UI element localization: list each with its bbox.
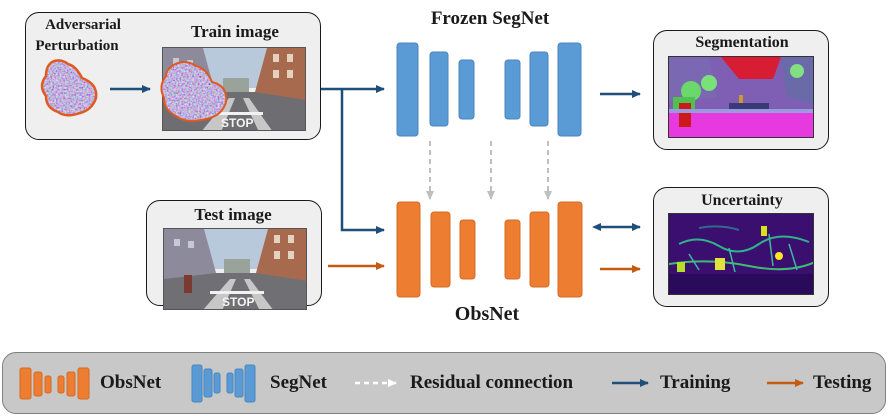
segnet-encoder-2 xyxy=(429,51,449,127)
frozen-segnet-label: Frozen SegNet xyxy=(430,8,550,29)
segmentation-label: Segmentation xyxy=(695,34,789,51)
segnet-encoder-1 xyxy=(396,42,419,137)
legend-obsnet-label: ObsNet xyxy=(100,372,162,393)
legend-residual-label: Residual connection xyxy=(410,372,574,393)
segnet-decoder-2 xyxy=(529,51,549,127)
obsnet-encoder-3 xyxy=(459,219,476,280)
obsnet-decoder-2 xyxy=(529,211,550,288)
uncertainty-label: Uncertainty xyxy=(701,192,783,209)
legend-segnet-label: SegNet xyxy=(270,372,327,393)
segmentation-output xyxy=(668,56,814,138)
perturbation-label-line2: Perturbation xyxy=(35,38,119,54)
obsnet-label: ObsNet xyxy=(454,303,520,325)
legend-panel xyxy=(2,352,886,414)
uncertainty-output xyxy=(668,213,814,295)
obsnet-encoder-2 xyxy=(430,211,451,288)
test-stop-marking: STOP xyxy=(222,295,254,309)
test-image: STOP xyxy=(163,228,307,310)
legend-segnet-icon xyxy=(191,364,256,403)
obsnet-blocks xyxy=(396,201,583,298)
segnet-blocks xyxy=(396,42,582,137)
segnet-decoder-3 xyxy=(557,42,582,137)
train-stop-marking: STOP xyxy=(221,116,253,130)
testing-arrows xyxy=(328,262,641,273)
obsnet-encoder-1 xyxy=(396,201,421,298)
training-arrows xyxy=(110,85,641,234)
train-image-label: Train image xyxy=(191,22,279,41)
obsnet-decoder-3 xyxy=(557,201,583,298)
segnet-decoder-1 xyxy=(504,59,521,120)
obsnet-decoder-1 xyxy=(504,219,521,280)
legend-testing-label: Testing xyxy=(813,372,872,393)
segnet-encoder-3 xyxy=(458,59,475,120)
legend-obsnet-icon xyxy=(19,367,90,400)
residual-connections xyxy=(426,141,552,200)
test-image-label: Test image xyxy=(194,205,272,224)
legend-training-label: Training xyxy=(660,372,731,393)
perturbation-label-line1: Adversarial xyxy=(45,17,121,33)
